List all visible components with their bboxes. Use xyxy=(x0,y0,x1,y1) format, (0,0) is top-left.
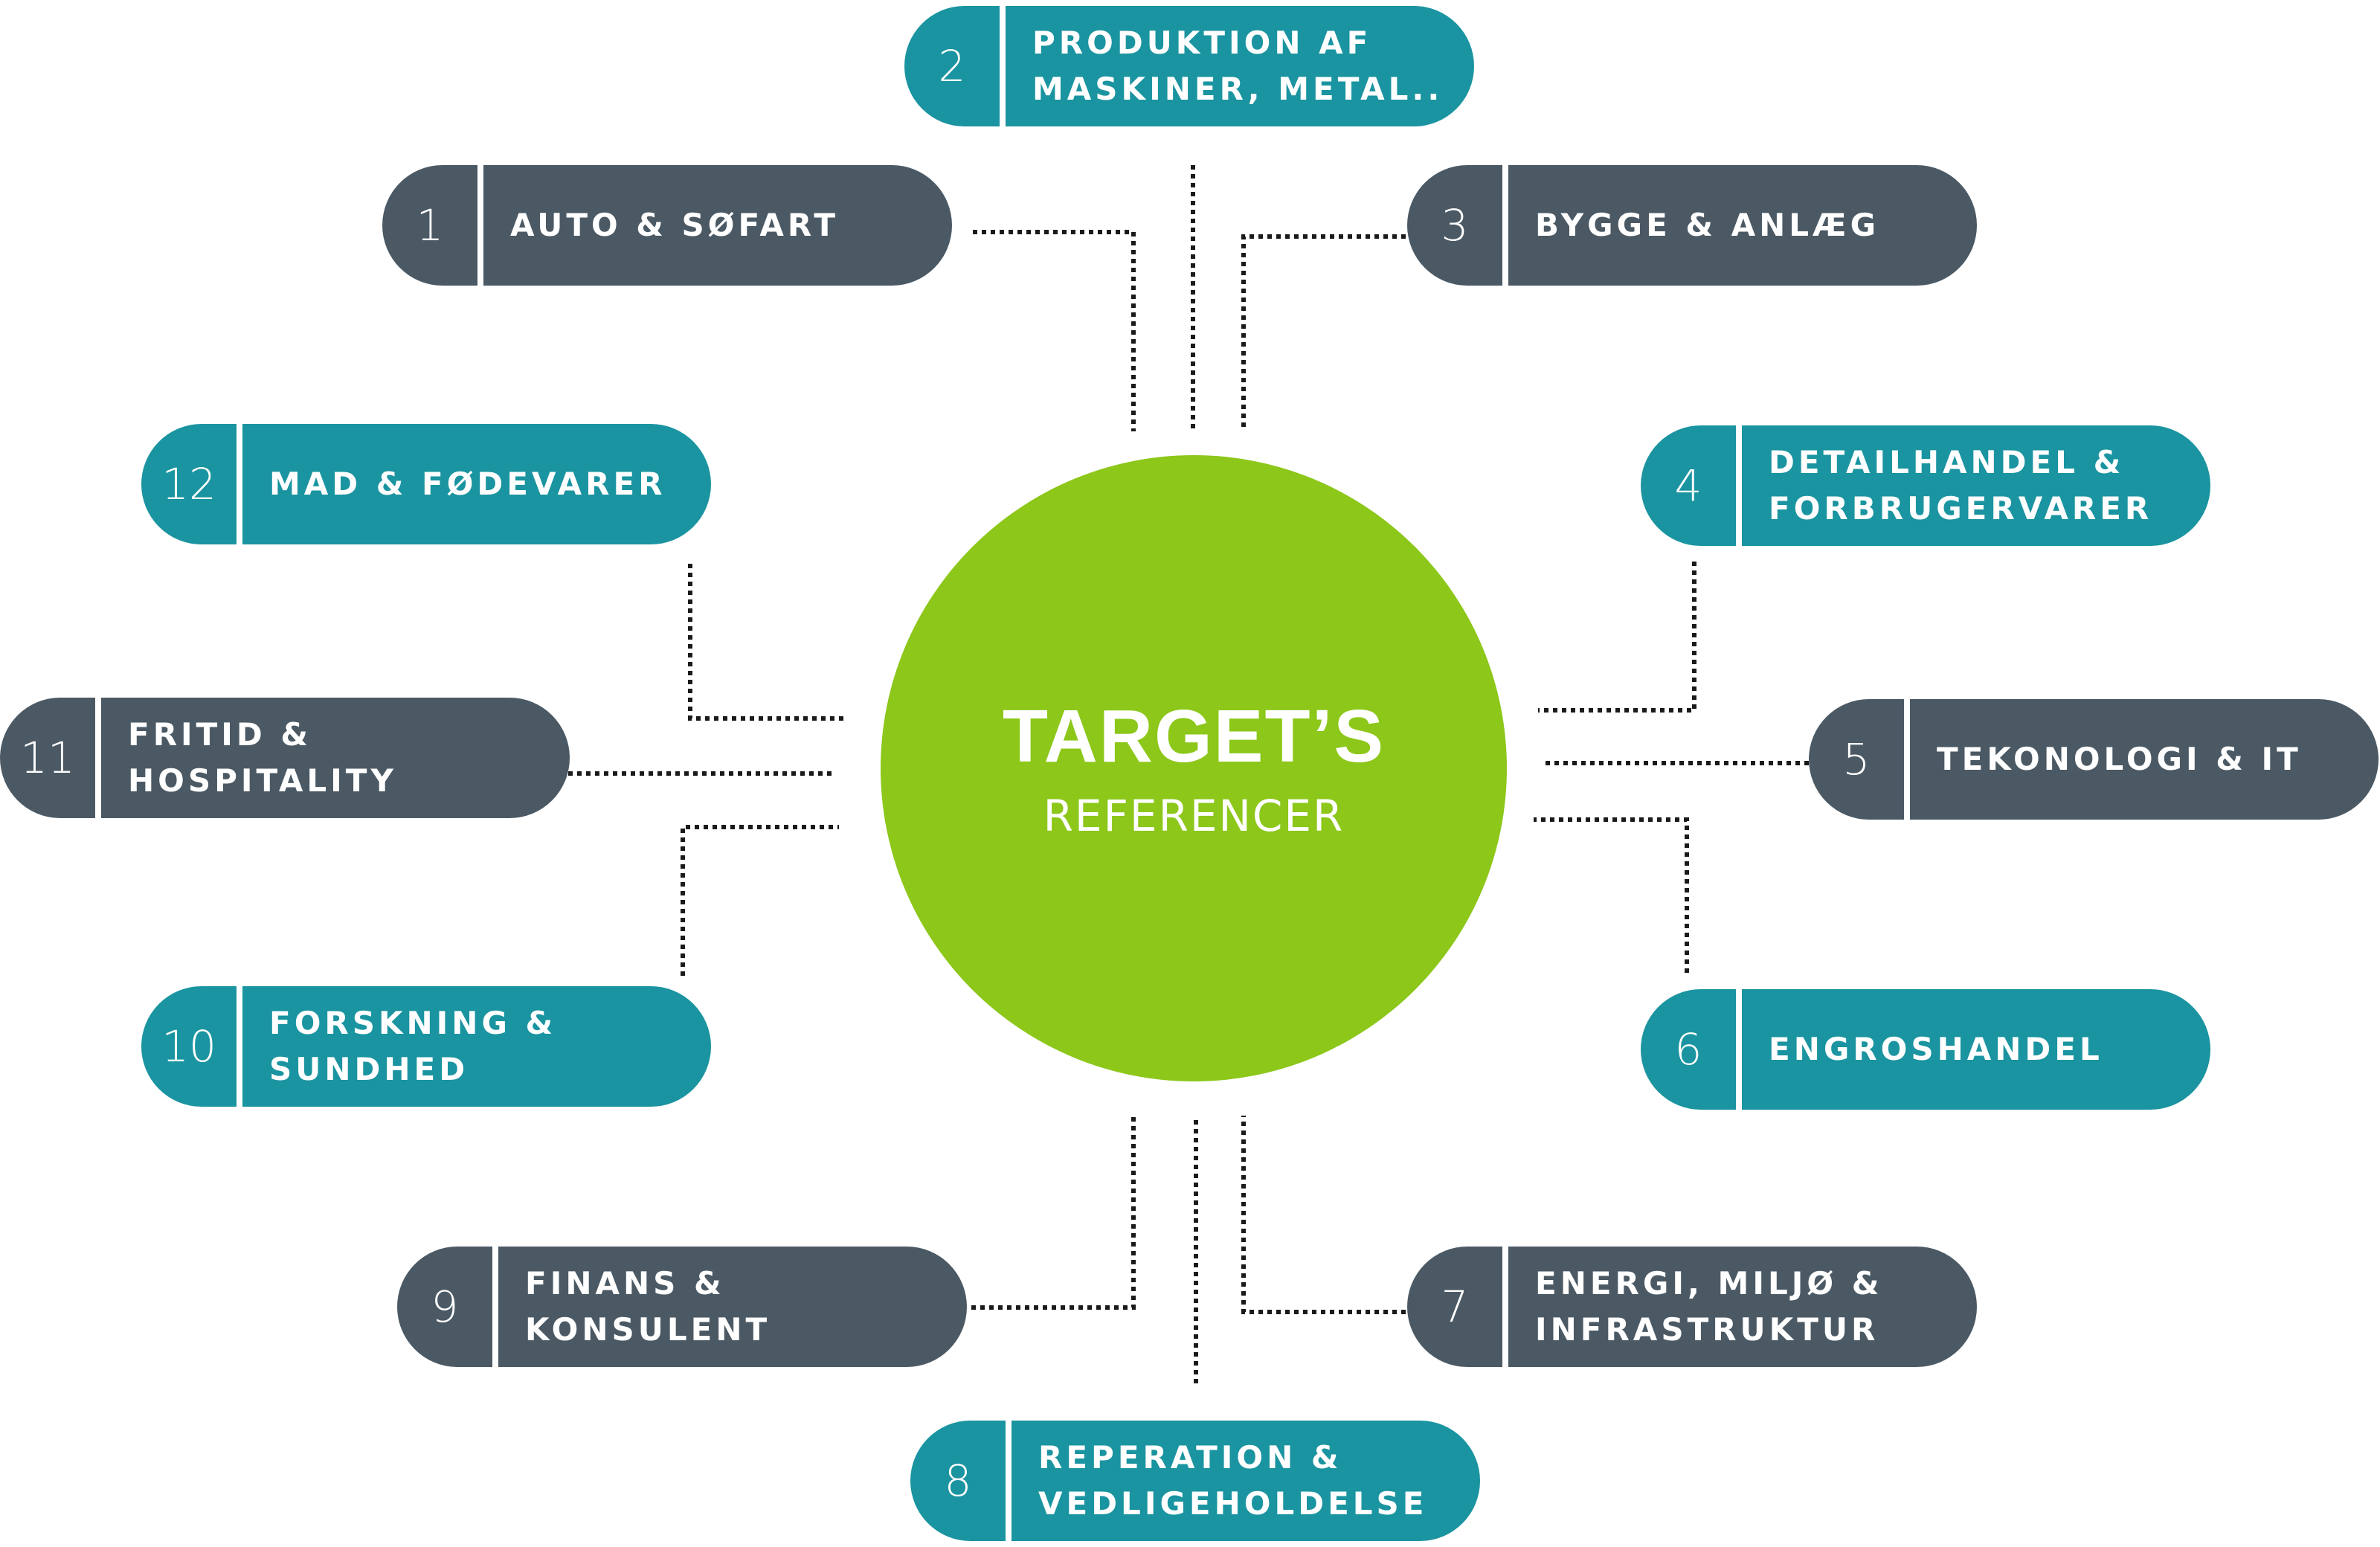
category-number: 12 xyxy=(161,459,216,509)
pill-divider xyxy=(1736,425,1742,546)
category-number: 7 xyxy=(1441,1281,1469,1332)
category-number: 6 xyxy=(1674,1024,1702,1075)
connector-7 xyxy=(1241,1116,1406,1314)
pill-divider xyxy=(477,165,483,286)
pill-divider xyxy=(1904,699,1910,820)
pill-divider xyxy=(1502,1247,1508,1367)
category-label: FRITID & HOSPITALITY xyxy=(128,716,397,799)
category-finans-konsulent[interactable]: 9 FINANS & KONSULENT xyxy=(397,1247,967,1367)
category-label: DETAILHANDEL & FORBRUGERVARER xyxy=(1769,444,2153,527)
category-number: 5 xyxy=(1842,734,1871,785)
category-engroshandel[interactable]: 6 ENGROSHANDEL xyxy=(1641,989,2210,1110)
connector-3 xyxy=(1241,234,1406,431)
category-number: 9 xyxy=(431,1281,459,1332)
category-auto-sofart[interactable]: 1 AUTO & SØFART xyxy=(382,165,952,286)
pill-divider xyxy=(1736,989,1742,1110)
category-label: ENERGI, MILJØ & INFRASTRUKTUR xyxy=(1535,1265,1883,1348)
category-forskning-sundhed[interactable]: 10 FORSKNING & SUNDHED xyxy=(141,986,711,1107)
center-title: TARGET’S xyxy=(1002,695,1386,778)
category-label: BYGGE & ANLÆG xyxy=(1535,207,1880,243)
connector-10 xyxy=(681,825,839,976)
connector-12 xyxy=(688,564,843,721)
connector-1 xyxy=(973,230,1136,431)
category-label: TEKONOLOGI & IT xyxy=(1937,741,2302,777)
pill-divider xyxy=(1502,165,1508,286)
category-energi-miljo[interactable]: 7 ENERGI, MILJØ & INFRASTRUKTUR xyxy=(1407,1247,1977,1367)
category-label: PRODUKTION AF MASKINER, METAL.. xyxy=(1032,25,1444,107)
center-subtitle: REFERENCER xyxy=(1043,791,1345,841)
category-fritid-hospitality[interactable]: 11 FRITID & HOSPITALITY xyxy=(0,698,570,818)
connector-9 xyxy=(971,1116,1136,1310)
category-number: 1 xyxy=(416,200,444,251)
center-circle: TARGET’S REFERENCER xyxy=(881,455,1507,1081)
category-mad-fodevarer[interactable]: 12 MAD & FØDEVARER xyxy=(141,424,711,544)
category-tekonologi-it[interactable]: 5 TEKONOLOGI & IT xyxy=(1809,699,2379,820)
category-number: 2 xyxy=(938,41,966,91)
pill-divider xyxy=(492,1247,498,1367)
pill-divider xyxy=(1000,6,1006,126)
connector-6 xyxy=(1534,817,1689,973)
category-number: 3 xyxy=(1441,200,1469,251)
connector-4 xyxy=(1538,562,1696,713)
pill-divider xyxy=(237,986,242,1107)
pill-divider xyxy=(237,424,242,544)
category-number: 8 xyxy=(944,1456,972,1506)
category-produktion[interactable]: 2 PRODUKTION AF MASKINER, METAL.. xyxy=(904,6,1474,126)
pill-divider xyxy=(95,698,101,818)
category-number: 4 xyxy=(1674,460,1702,511)
category-label: FORSKNING & SUNDHED xyxy=(269,1005,557,1087)
category-label: MAD & FØDEVARER xyxy=(269,466,666,502)
category-bygge-anlaeg[interactable]: 3 BYGGE & ANLÆG xyxy=(1407,165,1977,286)
category-number: 10 xyxy=(161,1021,216,1072)
category-label: REPERATION & VEDLIGEHOLDELSE xyxy=(1038,1439,1428,1522)
category-number: 11 xyxy=(20,733,75,783)
category-label: ENGROSHANDEL xyxy=(1769,1031,2103,1067)
category-label: AUTO & SØFART xyxy=(510,207,839,243)
category-reperation[interactable]: 8 REPERATION & VEDLIGEHOLDELSE xyxy=(910,1421,1480,1541)
category-label: FINANS & KONSULENT xyxy=(525,1265,771,1348)
category-detailhandel[interactable]: 4 DETAILHANDEL & FORBRUGERVARER xyxy=(1641,425,2210,546)
pill-divider xyxy=(1006,1421,1012,1541)
